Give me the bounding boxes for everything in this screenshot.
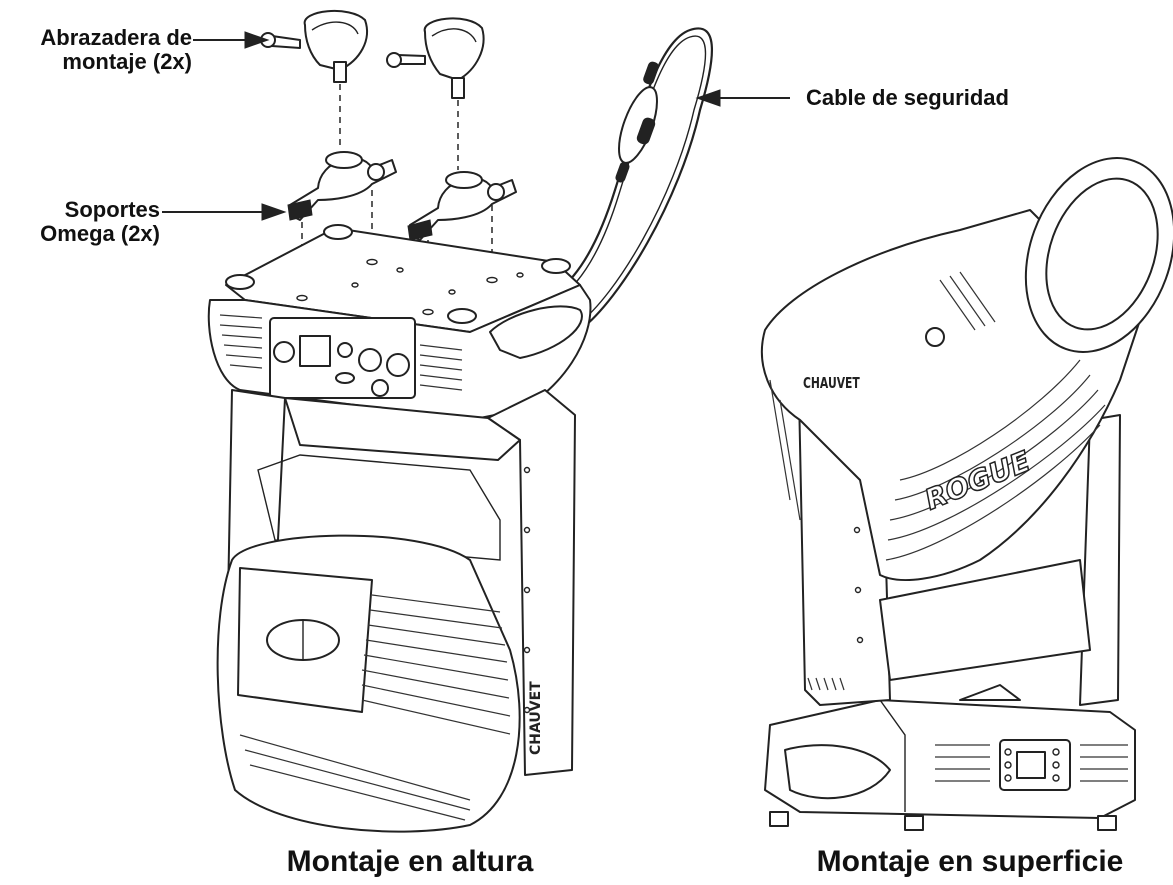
- mounting-holes: [296, 258, 524, 316]
- mounting-clamp-icon: [260, 9, 368, 83]
- chauvet-logo-right: CHAUVET: [803, 375, 860, 392]
- omega-bracket-icon: [287, 151, 397, 221]
- surface-mount-caption: Montaje en superficie: [816, 845, 1124, 878]
- cable-ferrule-icon: [636, 117, 656, 145]
- surface-yoke-bridge: [879, 559, 1091, 681]
- callout-arrow-cable: [695, 89, 790, 107]
- base-foot: [904, 815, 924, 831]
- callout-arrow-clamp: [193, 31, 270, 49]
- yoke-arm-vents: [807, 677, 845, 691]
- fuse-icon: [371, 379, 389, 397]
- surface-handle: [784, 744, 891, 800]
- yoke-bridge: [284, 397, 521, 461]
- base-foot: [1097, 815, 1117, 831]
- surface-fixture: [760, 157, 1173, 831]
- overhead-fixture: [207, 9, 713, 833]
- surface-yoke-right: [1079, 414, 1121, 706]
- mounting-clamp-label: Abrazadera de montaje (2x): [8, 25, 192, 75]
- display-screen: [1016, 751, 1046, 779]
- dmx-in-icon: [358, 348, 382, 372]
- callout-arrow-omega: [162, 203, 287, 221]
- base-foot: [769, 811, 789, 827]
- base-vents: [219, 314, 463, 391]
- omega-bracket-icon: [407, 171, 517, 241]
- omega-brackets-label-line1: Soportes: [64, 197, 160, 222]
- safety-cable-label: Cable de seguridad: [806, 85, 1009, 110]
- omega-brackets-label-line2: Omega (2x): [40, 221, 160, 247]
- mounting-clamp-label-line1: Abrazadera de: [40, 25, 192, 50]
- safety-cable-inner: [523, 35, 707, 325]
- connector-icon: [337, 342, 353, 358]
- surface-head-fins: [769, 271, 1106, 561]
- handle: [489, 305, 583, 359]
- chauvet-logo-left: CHAUVET: [528, 681, 544, 755]
- surface-base-vents: [935, 744, 1128, 782]
- lens-opening: [1045, 177, 1159, 331]
- usb-port-icon: [335, 372, 355, 384]
- power-connector-icon: [273, 341, 295, 363]
- yoke-screws: [523, 466, 531, 714]
- yoke-inner: [257, 454, 501, 561]
- head-fins: [239, 594, 511, 821]
- cable-ferrule-icon: [615, 161, 630, 183]
- control-buttons: [1004, 748, 1060, 782]
- mounting-clamp-label-line2: montaje (2x): [62, 49, 192, 75]
- omega-brackets-label: Soportes Omega (2x): [20, 197, 160, 247]
- yoke-hub: [959, 684, 1021, 701]
- dmx-out-icon: [386, 353, 410, 377]
- base-feet: [225, 224, 571, 324]
- display-screen: [299, 335, 331, 367]
- carabiner-icon: [618, 86, 658, 164]
- overhead-mount-caption: Montaje en altura: [286, 845, 534, 878]
- mounting-clamp-icon: [386, 17, 485, 99]
- head-knob-icon: [925, 327, 945, 347]
- cable-ferrule-icon: [643, 61, 659, 85]
- base-edge: [879, 699, 906, 812]
